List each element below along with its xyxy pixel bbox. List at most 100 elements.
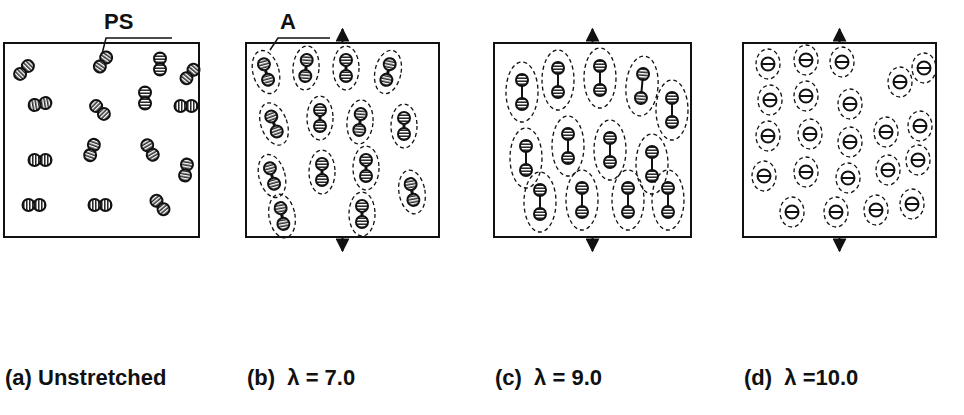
ps-sphere [404, 177, 418, 191]
ps-sphere [800, 54, 813, 67]
ps-domain [894, 76, 907, 89]
ps-sphere [870, 204, 883, 217]
ps-sphere [264, 109, 279, 124]
ps-sphere [398, 112, 410, 124]
ps-domain [830, 206, 843, 219]
sphere-bar [880, 131, 892, 133]
ps-domain [23, 199, 46, 211]
deformation-zone [798, 119, 822, 149]
ps-sphere [562, 152, 574, 164]
panel-caption: (d) λ =10.0 [744, 366, 858, 390]
ps-domain [800, 90, 813, 103]
ps-sphere [360, 170, 372, 182]
ps-sphere [89, 199, 101, 211]
ps-domain [918, 62, 931, 75]
ps-domain [786, 206, 799, 219]
leader-line [102, 38, 172, 54]
ps-sphere [314, 120, 326, 132]
ps-domain [82, 137, 101, 163]
deformation-zone [864, 195, 888, 225]
ps-sphere [534, 184, 546, 196]
ps-sphere [356, 200, 368, 212]
ps-domain [882, 164, 895, 177]
ps-sphere [379, 73, 393, 87]
deformation-zone [906, 145, 930, 175]
ps-sphere [316, 158, 328, 170]
deformation-zone [838, 127, 862, 157]
ps-domain [264, 109, 285, 139]
ps-domain [762, 58, 775, 71]
ps-domain [880, 126, 893, 139]
ps-domain [534, 184, 546, 220]
stretch-arrow [342, 236, 344, 251]
sphere-bar [882, 169, 894, 171]
ps-domain [316, 158, 328, 186]
ps-sphere [842, 172, 855, 185]
ps-domain [836, 56, 849, 69]
ps-sphere [406, 193, 420, 207]
ps-sphere [340, 54, 352, 66]
ps-domain [88, 98, 113, 123]
deformation-zone [333, 46, 359, 90]
ps-sphere [634, 91, 647, 104]
ps-sphere [786, 206, 799, 219]
ps-domain [622, 182, 634, 218]
ps-domain [516, 74, 528, 110]
stretch-arrow [839, 236, 841, 251]
deformation-zone [506, 62, 538, 122]
ps-sphere [353, 123, 366, 136]
ps-sphere [764, 94, 777, 107]
ps-domain [914, 120, 927, 133]
ps-domain [12, 58, 37, 83]
ps-sphere [576, 206, 588, 218]
deformation-zone [254, 99, 293, 149]
ps-domain [29, 154, 52, 166]
ps-domain [562, 128, 574, 164]
ps-sphere [662, 182, 674, 194]
ps-domain [379, 57, 397, 87]
ps-sphere [316, 174, 328, 186]
ps-sphere [82, 147, 97, 162]
ps-sphere [139, 98, 151, 110]
ps-domain [646, 146, 658, 182]
ps-sphere [154, 64, 166, 76]
ps-sphere [594, 84, 606, 96]
deformation-zone [552, 116, 584, 176]
sphere-bar [842, 177, 854, 179]
ps-domain [666, 92, 678, 128]
deformation-zone [912, 53, 936, 83]
panel-caption: (b) λ = 7.0 [247, 366, 355, 390]
ps-sphere [604, 132, 616, 144]
ps-sphere [398, 128, 410, 140]
sample-panel: (d) λ =10.0 [742, 42, 937, 238]
ps-domain [89, 199, 112, 211]
deformation-zone [349, 192, 375, 236]
ps-sphere [516, 98, 528, 110]
deformation-zone [876, 155, 900, 185]
ps-sphere [95, 105, 112, 122]
ps-domain [353, 108, 367, 137]
ps-domain [263, 161, 282, 191]
deformation-zone [794, 157, 818, 187]
deformation-zone [566, 170, 598, 230]
ps-sphere [12, 65, 29, 82]
ps-domain [870, 204, 883, 217]
ps-sphere [666, 92, 678, 104]
ps-domain [175, 100, 198, 112]
ps-sphere [257, 57, 272, 72]
ps-sphere [175, 100, 187, 112]
sphere-bar [912, 159, 924, 161]
ps-sphere [145, 147, 161, 163]
ps-sphere [562, 128, 574, 140]
ps-sphere [28, 98, 42, 112]
deformation-zone [395, 168, 428, 216]
ps-sphere [356, 216, 368, 228]
deformation-zone [836, 163, 860, 193]
ps-sphere [91, 58, 108, 75]
ps-sphere [267, 176, 282, 191]
ps-domain [360, 154, 372, 182]
deformation-zone [248, 47, 285, 96]
deformation-zone [371, 48, 406, 96]
deformation-zone [652, 170, 684, 230]
